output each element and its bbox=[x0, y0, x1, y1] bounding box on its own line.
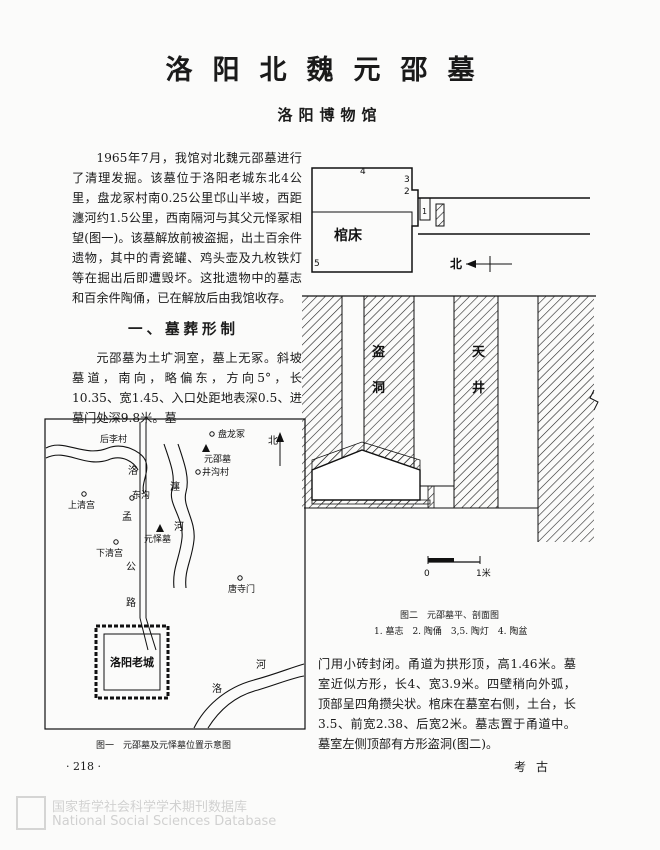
luo-label-top: 洛 bbox=[128, 464, 138, 477]
shaft-label-1: 天 bbox=[472, 345, 486, 360]
database-watermark: 国家哲学社会科学学术期刊数据库 National Social Sciences… bbox=[12, 792, 312, 836]
plan-label-5: 5 bbox=[314, 259, 320, 269]
gong-label: 公 bbox=[126, 562, 136, 573]
map-north-arrowhead-icon bbox=[276, 432, 284, 442]
left-column: 1965年7月，我馆对北魏元邵墓进行了清理发掘。该墓位于洛阳老城东北4公里，盘龙… bbox=[72, 148, 302, 428]
plan-label-3: 3 bbox=[404, 175, 410, 185]
figure-1-map: 北 洛阳老城 盘龙冢 元邵墓 井沟村 后李村 洛 上清宫 东沟 瀍 河 孟 bbox=[44, 418, 306, 730]
old-city-wall-icon bbox=[94, 624, 170, 700]
plan-label-1: 1 bbox=[422, 207, 427, 216]
old-city-label: 洛阳老城 bbox=[110, 655, 154, 669]
figure-2-caption: 图二 元邵墓平、剖面图 bbox=[400, 611, 500, 621]
figure-2-legend: 1. 墓志 2. 陶俑 3,5. 陶灯 4. 陶盆 bbox=[374, 627, 528, 637]
scale-zero: 0 bbox=[424, 569, 430, 579]
tangsi-label: 唐寺门 bbox=[228, 583, 255, 595]
intro-paragraph: 1965年7月，我馆对北魏元邵墓进行了清理发掘。该墓位于洛阳老城东北4公里，盘龙… bbox=[72, 151, 302, 305]
section-paragraph: 元邵墓为土圹洞室，墓上无冢。斜坡墓道，南向，略偏东，方向5°，长10.35、宽1… bbox=[72, 351, 302, 425]
plan-label-4: 4 bbox=[360, 167, 366, 177]
scale-one: 1米 bbox=[476, 567, 491, 579]
shangqing-label: 上清宫 bbox=[68, 499, 95, 511]
map-north-label: 北 bbox=[268, 435, 278, 447]
right-column: 门用小砖封闭。甬道为拱形顶，高1.46米。墓室近似方形，长4、宽3.9米。四壁稍… bbox=[318, 654, 576, 754]
meng-label: 孟 bbox=[122, 511, 132, 523]
figure-1: 北 洛阳老城 盘龙冢 元邵墓 井沟村 后李村 洛 上清宫 东沟 瀍 河 孟 bbox=[44, 418, 306, 730]
houli-label: 后李村 bbox=[100, 433, 127, 445]
article-author: 洛阳博物馆 bbox=[277, 106, 383, 124]
xiaqing-label: 下清宫 bbox=[96, 547, 123, 559]
north-arrowhead-icon bbox=[466, 260, 476, 268]
robber-hole-label-2: 洞 bbox=[372, 381, 385, 396]
yuanshao-tomb-icon bbox=[202, 444, 210, 452]
database-logo-icon bbox=[16, 796, 46, 830]
chan-label-1: 瀍 bbox=[170, 480, 180, 493]
right-column-paragraph: 门用小砖封闭。甬道为拱形顶，高1.46米。墓室近似方形，长4、宽3.9米。四壁稍… bbox=[318, 657, 576, 751]
journal-name: 考古 bbox=[514, 760, 559, 774]
figure-1-caption: 图一 元邵墓及元怿墓位置示意图 bbox=[96, 741, 232, 751]
plan-label-2: 2 bbox=[404, 187, 410, 197]
figure-2-drawing: 4 3 2 1 5 棺床 北 盗 洞 天 井 bbox=[302, 167, 599, 579]
yuanyi-tomb-icon bbox=[156, 524, 164, 532]
donggou-label: 东沟 bbox=[132, 489, 150, 501]
page-number: · 218 · bbox=[66, 760, 101, 773]
section-view: 盗 洞 天 井 0 1米 bbox=[302, 295, 599, 579]
section-heading: 一、墓葬形制 bbox=[128, 321, 239, 338]
watermark-cn: 国家哲学社会科学学术期刊数据库 bbox=[52, 800, 248, 815]
chan-label-2: 河 bbox=[174, 521, 184, 533]
plan-view: 4 3 2 1 5 棺床 北 bbox=[311, 167, 590, 273]
lu-label: 路 bbox=[126, 596, 136, 609]
panlong-label: 盘龙冢 bbox=[218, 428, 245, 440]
coffin-bed-label: 棺床 bbox=[334, 227, 363, 244]
article-title: 洛阳北魏元邵墓 bbox=[165, 55, 495, 86]
luohe-label-1: 洛 bbox=[212, 682, 222, 695]
watermark-en: National Social Sciences Database bbox=[52, 814, 277, 829]
jinggou-label: 井沟村 bbox=[202, 466, 229, 478]
luohe-label-2: 河 bbox=[256, 659, 266, 671]
figure-2: 4 3 2 1 5 棺床 北 盗 洞 天 井 bbox=[300, 160, 600, 600]
panlong-marker-icon bbox=[209, 431, 215, 437]
yuanyi-label: 元怿墓 bbox=[144, 533, 171, 545]
shaft-label-2: 井 bbox=[472, 380, 485, 396]
robber-hole-label-1: 盗 bbox=[372, 344, 385, 360]
yuanshao-label: 元邵墓 bbox=[204, 453, 231, 465]
plan-north-label: 北 bbox=[450, 256, 462, 271]
